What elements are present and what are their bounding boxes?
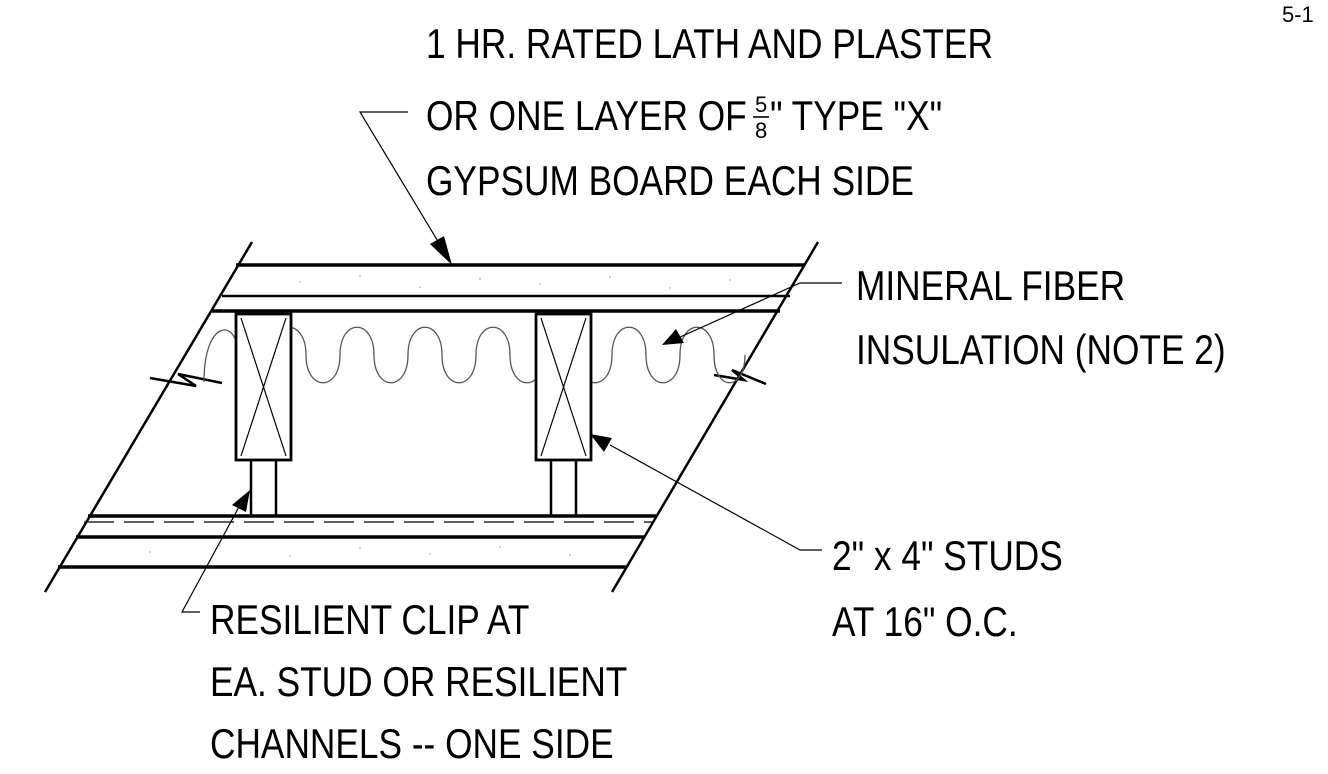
stud-left (234, 312, 293, 462)
leader-clip (180, 490, 250, 613)
studs-label-line1: 2" x 4" STUDS (832, 533, 1063, 580)
stud-right (534, 312, 593, 462)
wall-assembly (43, 241, 820, 593)
arrowhead-wallboard (430, 236, 452, 265)
leader-studs (590, 434, 822, 551)
wallboard-label-line2-suffix: " TYPE "X" (770, 93, 942, 140)
left-break-mark (149, 372, 223, 388)
fraction-denominator: 8 (755, 118, 767, 143)
leader-wallboard (358, 111, 452, 265)
studs-label-line2: AT 16" O.C. (832, 599, 1018, 646)
top-wallboard (212, 263, 804, 313)
clip-label-line1: RESILIENT CLIP AT (210, 597, 529, 644)
board-texture (149, 275, 731, 557)
resilient-clip-right (549, 460, 578, 516)
arrowhead-insulation (662, 329, 684, 345)
insulation-label-line2: INSULATION (NOTE 2) (856, 327, 1226, 374)
leader-insulation (662, 282, 842, 345)
wallboard-label-line3: GYPSUM BOARD EACH SIDE (426, 158, 914, 205)
insulation-label-line1: MINERAL FIBER (856, 263, 1125, 310)
wallboard-label: 1 HR. RATED LATH AND PLASTER OR ONE LAYE… (426, 21, 993, 205)
right-break-mark (713, 368, 767, 386)
clip-label-line2: EA. STUD OR RESILIENT (210, 659, 627, 706)
studs-label: 2" x 4" STUDS AT 16" O.C. (832, 533, 1063, 646)
arrowhead-studs (590, 434, 612, 452)
sheet-number: 5-1 (1282, 2, 1314, 27)
arrowhead-clip (232, 490, 250, 512)
fraction-numerator: 5 (755, 92, 767, 117)
left-break-edge (43, 241, 254, 593)
insulation-label: MINERAL FIBER INSULATION (NOTE 2) (856, 263, 1226, 374)
bottom-wallboard (58, 514, 656, 569)
clip-label-line3: CHANNELS -- ONE SIDE (210, 721, 614, 768)
clip-label: RESILIENT CLIP AT EA. STUD OR RESILIENT … (210, 597, 627, 768)
wallboard-label-line1: 1 HR. RATED LATH AND PLASTER (426, 21, 993, 68)
resilient-clip-left (249, 460, 278, 516)
mineral-fiber-insulation (203, 326, 746, 384)
wallboard-label-line2-prefix: OR ONE LAYER OF (426, 93, 747, 140)
right-break-edge (610, 241, 820, 593)
